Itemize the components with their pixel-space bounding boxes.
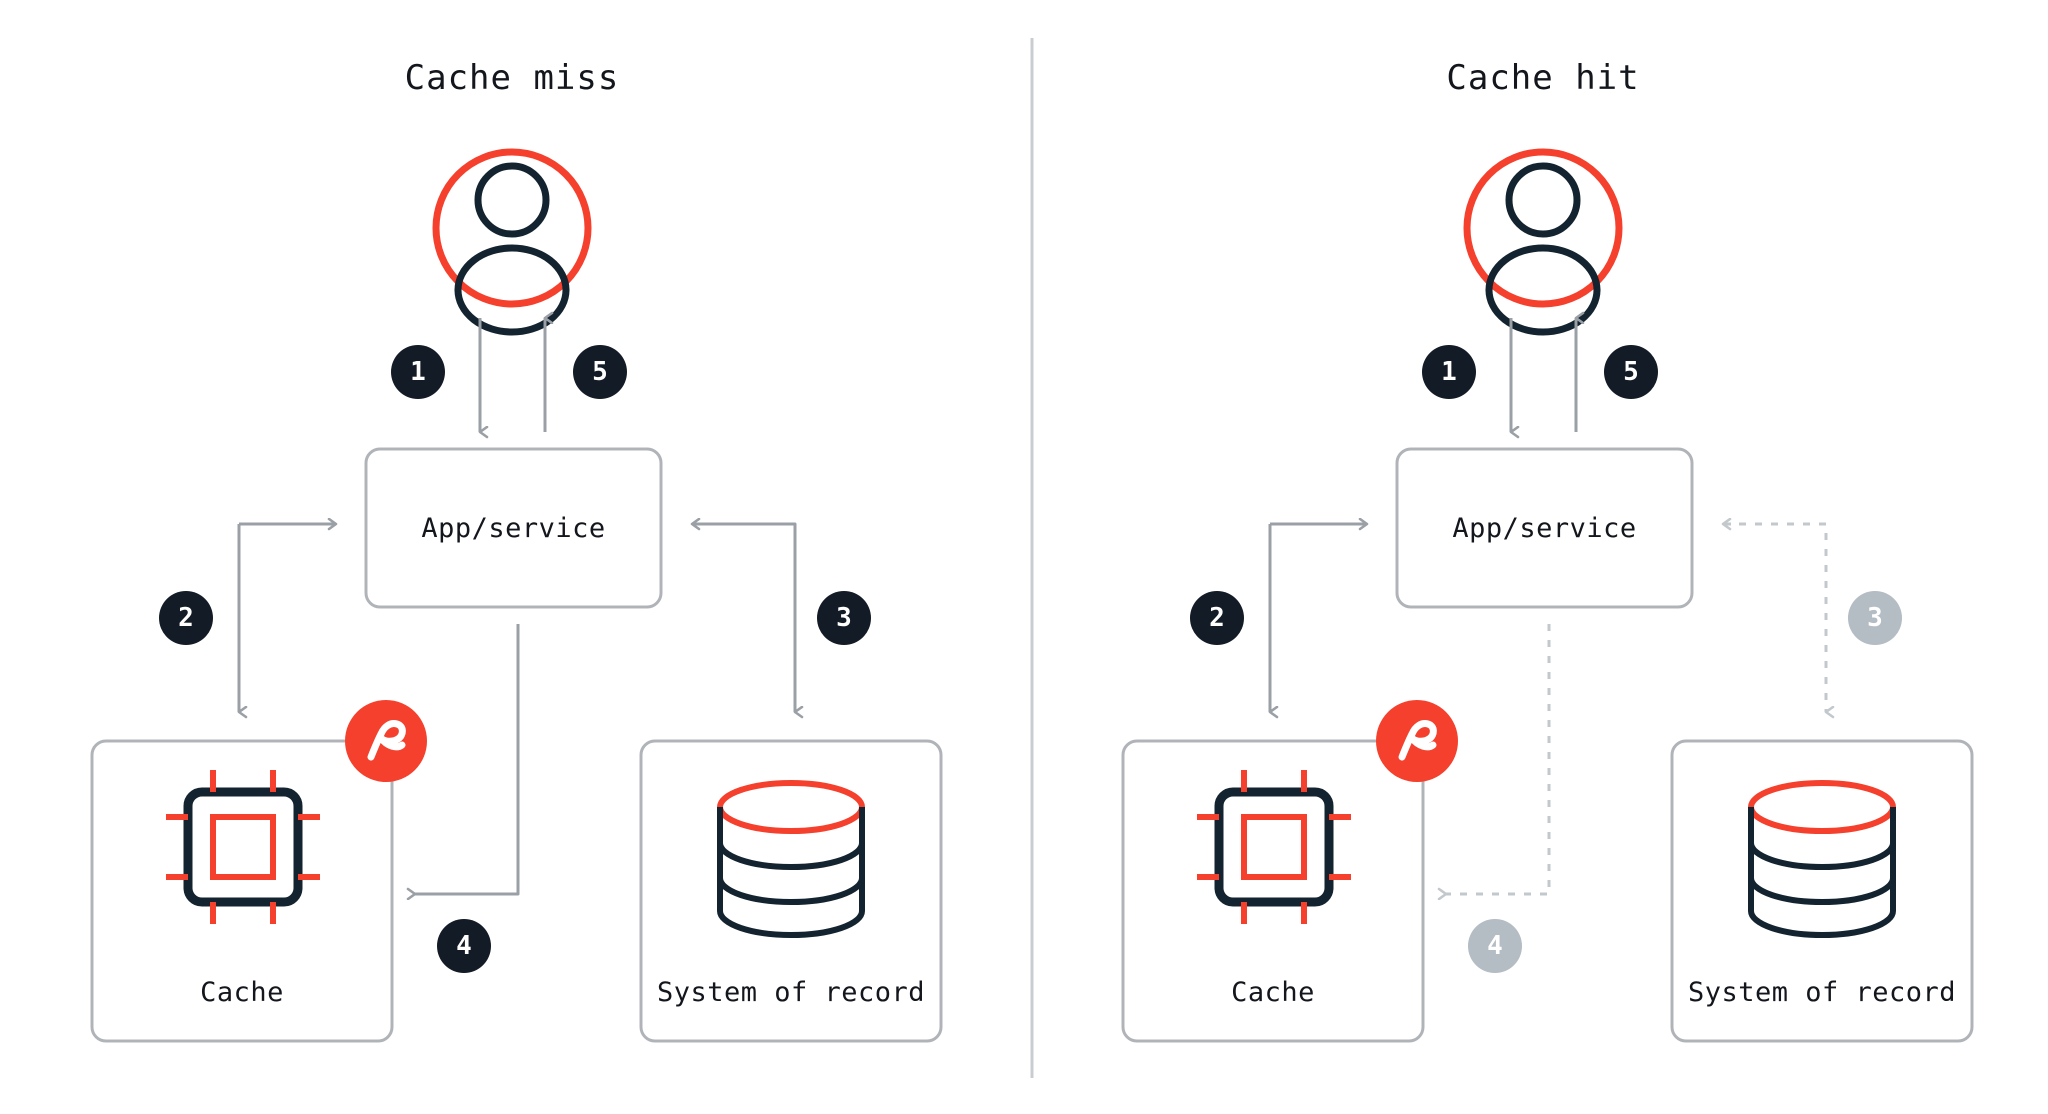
step-badge-1-right: 1	[1422, 345, 1476, 399]
step-badge-2-left: 2	[159, 591, 213, 645]
panel-title-cache-hit: Cache hit	[1446, 58, 1640, 98]
redis-logo-icon-right	[1376, 700, 1458, 782]
user-avatar-icon-left	[432, 148, 592, 336]
step-badge-5-right: 5	[1604, 345, 1658, 399]
redis-glyph-left	[367, 720, 406, 761]
arrow-step-3-left	[692, 522, 795, 712]
app-service-box-right	[1395, 447, 1694, 609]
cache-label-left: Cache	[200, 977, 284, 1008]
step-badge-4-left: 4	[437, 919, 491, 973]
cpu-chip-icon-right	[1197, 770, 1351, 924]
app-service-label-right: App/service	[1452, 513, 1637, 544]
app-service-box-left	[364, 447, 663, 609]
cache-label-right: Cache	[1231, 977, 1315, 1008]
cpu-chip-icon-left	[166, 770, 320, 924]
step-badge-2-right: 2	[1190, 591, 1244, 645]
step-badge-3-right: 3	[1848, 591, 1902, 645]
redis-logo-icon-left	[345, 700, 427, 782]
arrow-step-4-left	[415, 624, 520, 894]
database-cylinder-icon-left	[717, 780, 865, 938]
step-badge-4-right: 4	[1468, 919, 1522, 973]
panel-title-cache-miss: Cache miss	[404, 58, 620, 98]
system-of-record-label-right: System of record	[1687, 977, 1957, 1008]
system-of-record-box-right	[1670, 739, 1974, 1043]
database-cylinder-icon-right	[1748, 780, 1896, 938]
app-service-label-left: App/service	[421, 513, 606, 544]
step-badge-3-left: 3	[817, 591, 871, 645]
redis-glyph-right	[1398, 720, 1437, 761]
system-of-record-label-left: System of record	[656, 977, 926, 1008]
step-badge-1-left: 1	[391, 345, 445, 399]
system-of-record-box-left	[639, 739, 943, 1043]
arrow-step-4-right	[1446, 624, 1551, 894]
step-badge-5-left: 5	[573, 345, 627, 399]
user-avatar-icon-right	[1463, 148, 1623, 336]
arrow-step-3-right	[1723, 522, 1826, 712]
